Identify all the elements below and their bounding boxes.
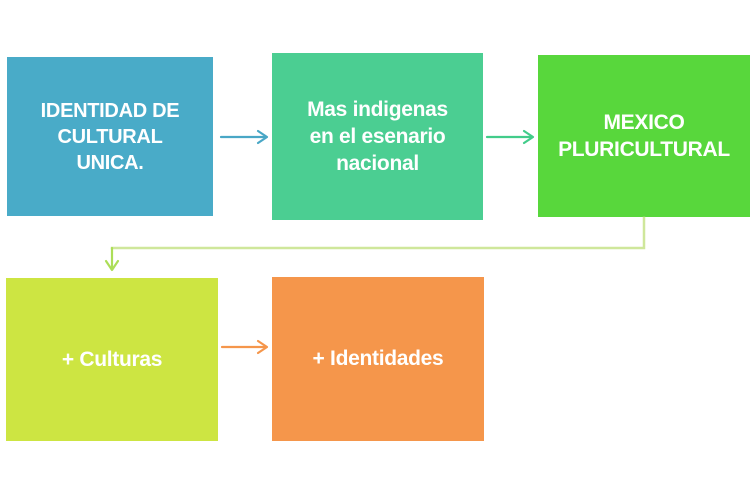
arrow-identidad-to-indigenas-icon xyxy=(219,129,269,145)
box-identidad-cultural-unica: IDENTIDAD DE CULTURAL UNICA. xyxy=(7,57,213,216)
box-culturas: + Culturas xyxy=(6,278,218,441)
elbow-line-mexico-to-culturas xyxy=(110,216,646,250)
arrow-culturas-to-identidades-icon xyxy=(220,339,269,355)
box-mexico-pluricultural: MEXICO PLURICULTURAL xyxy=(538,55,750,217)
arrow-indigenas-to-mexico-icon xyxy=(485,129,535,145)
box-mas-indigenas: Mas indigenas en el esenario nacional xyxy=(272,53,483,220)
box-identidades: + Identidades xyxy=(272,277,484,441)
arrow-down-mexico-to-culturas-icon xyxy=(104,246,120,272)
